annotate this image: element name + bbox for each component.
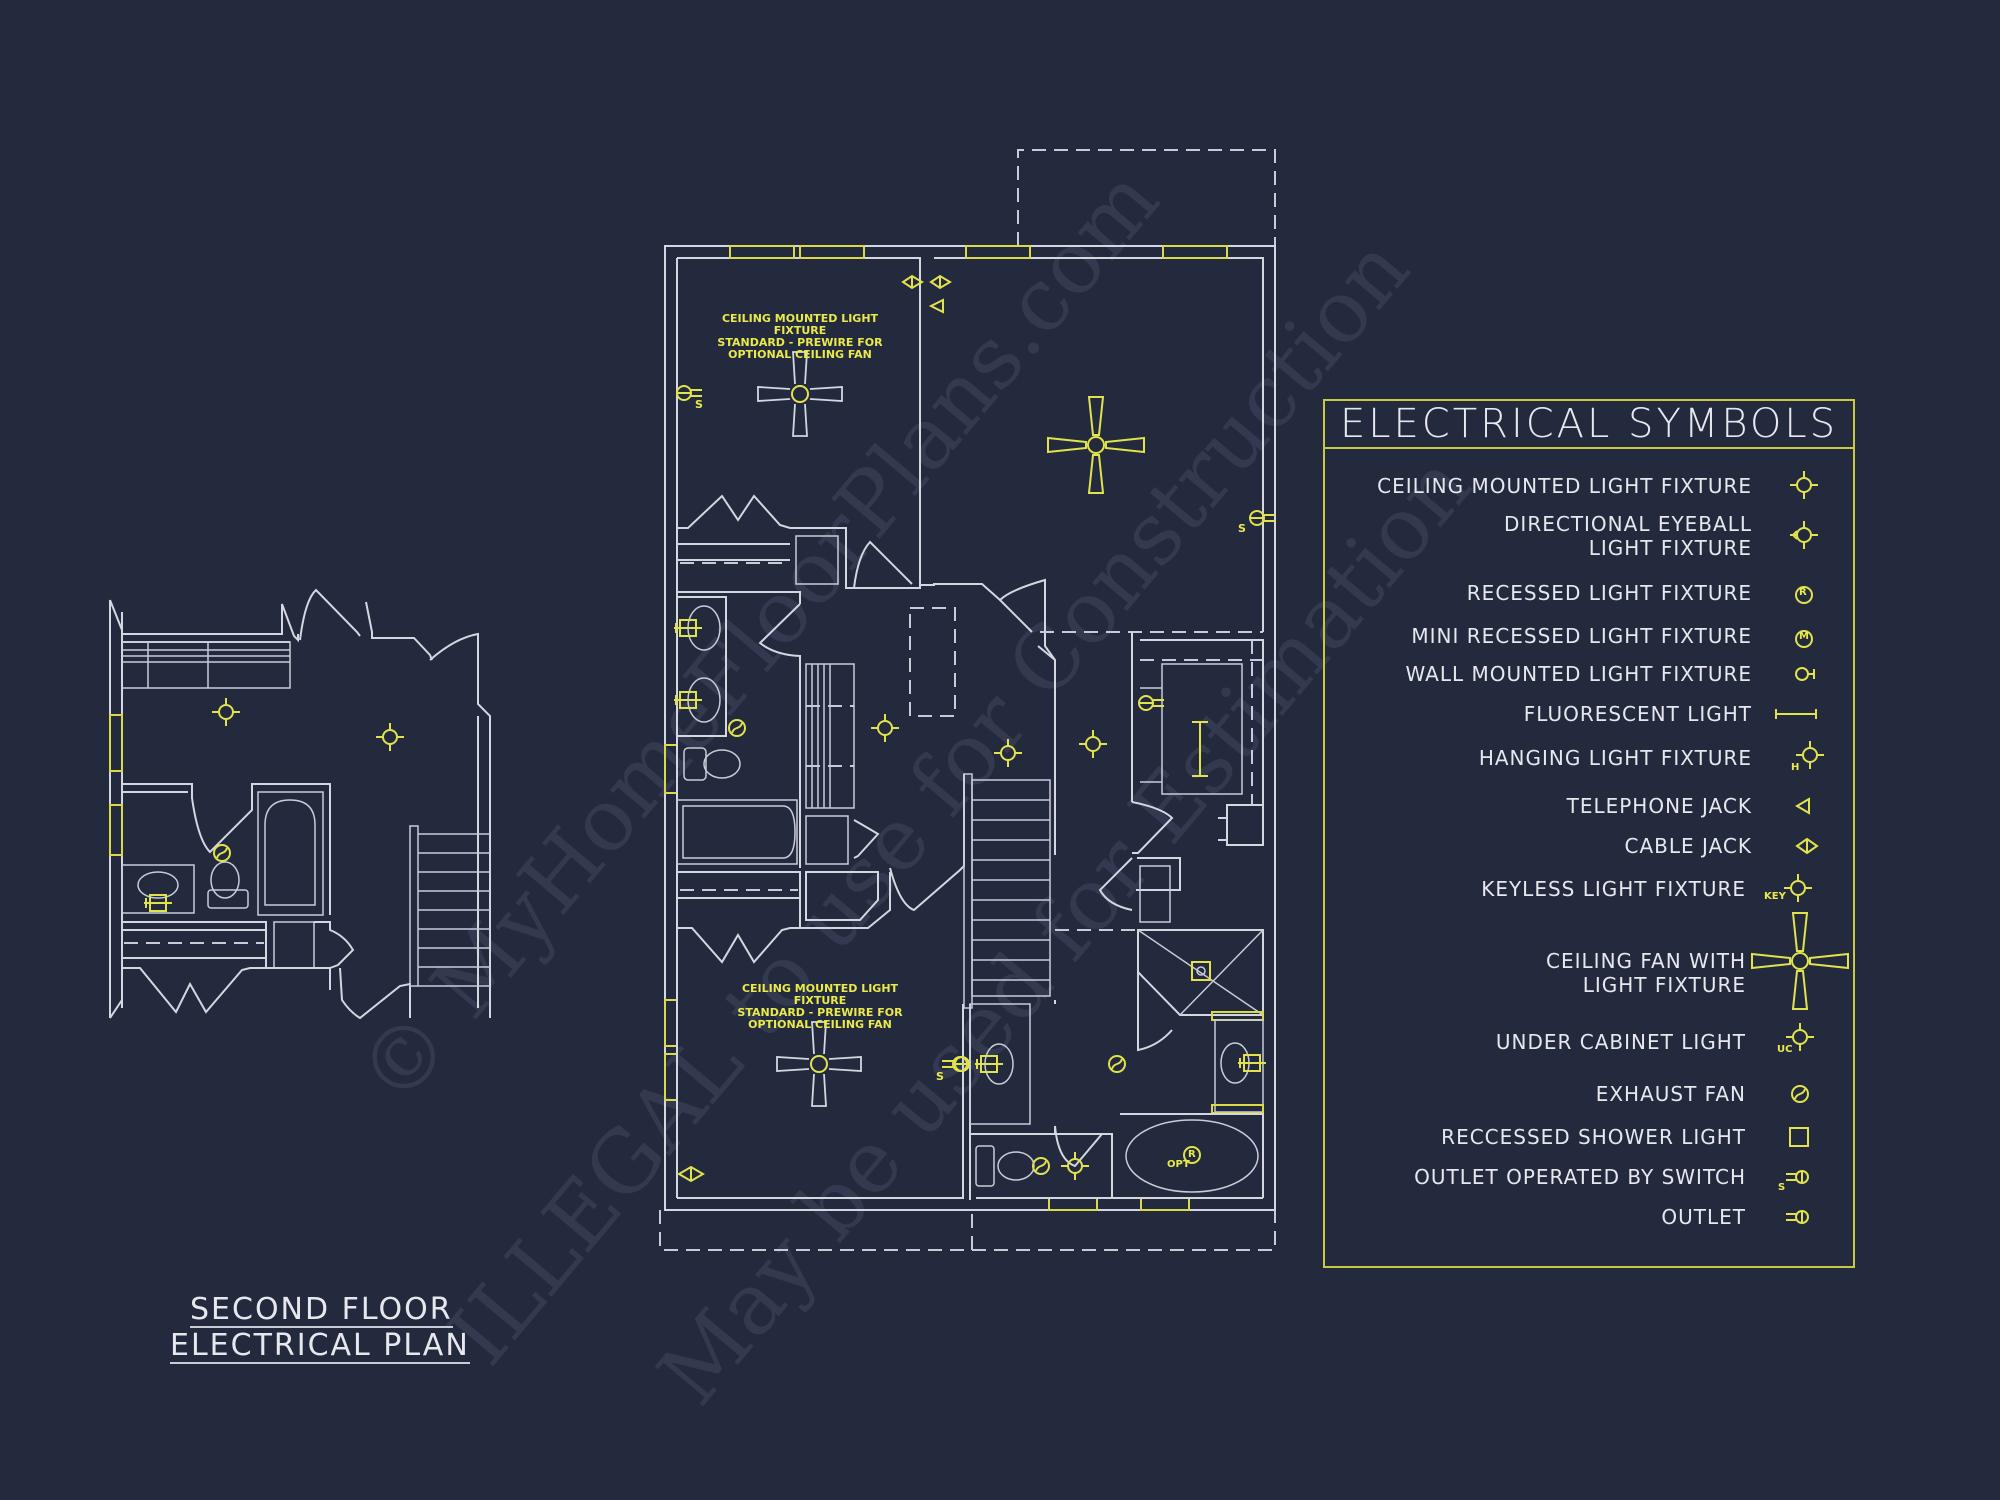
mini-recessed-light-icon <box>1795 630 1813 648</box>
fluorescent-light-icon <box>1775 709 1817 719</box>
ceiling-fan-icon <box>1751 912 1849 1010</box>
main-floor-plan <box>659 149 1276 1251</box>
left-partial-plan <box>109 588 491 1020</box>
outlet-icon <box>1786 1210 1809 1224</box>
switched-outlet-icon <box>1786 1170 1809 1184</box>
watermark: © MyHomeFloorPlans.com ILLEGAL to use fo… <box>339 151 1490 1424</box>
keyless-light-icon <box>1783 873 1813 903</box>
exhaust-fan-icon <box>1791 1085 1809 1103</box>
recessed-light-icon <box>1795 586 1813 604</box>
telephone-jack-icon <box>1795 797 1810 815</box>
hanging-light-icon <box>1795 740 1825 770</box>
legend-box <box>1323 399 1855 1268</box>
ceiling-light-icon <box>1789 470 1819 500</box>
cable-jack-icon <box>1795 837 1819 855</box>
shower-light-icon <box>1789 1127 1809 1147</box>
wall-light-icon <box>1795 667 1815 681</box>
under-cabinet-light-icon <box>1785 1022 1815 1052</box>
eyeball-light-icon <box>1789 520 1819 550</box>
